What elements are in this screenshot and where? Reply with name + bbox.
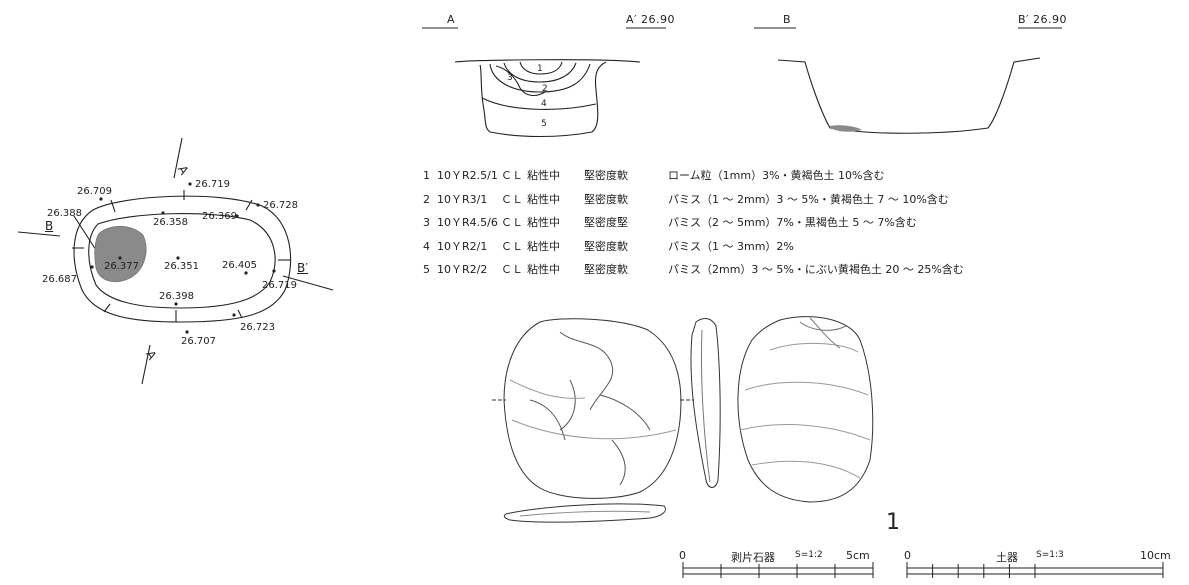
axis-b-label: B <box>45 219 54 233</box>
soil-layer-row: 2 10ＹR3/1 ＣＬ 粘性中 堅密度軟 パミス（1 ～ 2mm）3 ～ 5%… <box>423 192 949 206</box>
plan-point-label: 26.369 <box>202 211 237 222</box>
section-a-profile <box>454 59 641 138</box>
plan-point-label: 26.709 <box>77 186 112 197</box>
scale-pottery-end: 10cm <box>1140 549 1171 562</box>
scale-pottery-zero: 0 <box>904 549 911 562</box>
soil-layer-row: 1 10ＹR2.5/1 ＣＬ 粘性中 堅密度軟 ローム粒（1mm）3%・黄褐色土… <box>423 169 885 182</box>
section-a-right-label: A′ 26.90 <box>626 13 676 26</box>
plan-point-label: 26.358 <box>153 217 188 228</box>
artifact-number: 1 <box>886 510 900 535</box>
plan-point-label: 26.398 <box>159 291 194 302</box>
plan-point-dots <box>90 182 276 334</box>
axis-b-right-line <box>282 275 334 291</box>
soil-layer-legend: 1 10ＹR2.5/1 ＣＬ 粘性中 堅密度軟 ローム粒（1mm）3%・黄褐色土… <box>423 164 964 282</box>
pit-inner-outline <box>88 213 276 309</box>
plan-point-label: 26.707 <box>181 336 216 347</box>
plan-point-label: 26.388 <box>47 208 82 219</box>
scale-pottery-label: 土器 <box>996 551 1018 564</box>
scale-stone-label: 剥片石器 <box>731 551 775 564</box>
section-layer-number: 5 <box>541 119 547 129</box>
section-a-left-label: A <box>447 13 456 26</box>
section-b-profile <box>777 57 1041 134</box>
axis-a-top-line <box>173 137 183 179</box>
plan-point-label: 26.723 <box>240 322 275 333</box>
section-b-right-label: B′ 26.90 <box>1018 13 1068 26</box>
plan-point-label: 26.687 <box>42 274 77 285</box>
plan-point-label: 26.351 <box>164 261 199 272</box>
plan-point-label: 26.719 <box>262 280 297 291</box>
section-layer-number: 2 <box>542 84 548 94</box>
section-b-left-label: B <box>783 13 792 26</box>
section-layer-number: 4 <box>541 99 547 109</box>
charcoal-patch <box>94 225 147 283</box>
axis-b-prime-label: B′ <box>297 261 308 275</box>
plan-point-label: 26.405 <box>222 260 257 271</box>
artifact-bottom-outline <box>503 503 666 523</box>
scale-stone-ratio: S=1:2 <box>795 550 823 560</box>
scale-bar-stone <box>682 562 874 578</box>
soil-layer-row: 5 10ＹR2/2 ＣＬ 粘性中 堅密度軟 パミス（2mm）3 ～ 5%・にぶい… <box>423 263 964 276</box>
plan-point-label: 26.728 <box>263 200 298 211</box>
artifact-back-outline <box>737 316 874 503</box>
soil-layer-row: 4 10ＹR2/1 ＣＬ 粘性中 堅密度軟 パミス（1 ～ 3mm）2% <box>423 239 794 253</box>
axis-a-bottom-line <box>141 344 151 385</box>
scale-stone-end: 5cm <box>846 549 870 562</box>
plan-point-label: 26.719 <box>195 179 230 190</box>
scale-pottery-ratio: S=1:3 <box>1036 550 1064 560</box>
scale-stone-zero: 0 <box>679 549 686 562</box>
soil-layer-row: 3 10ＹR4.5/6 ＣＬ 粘性中 堅密度堅 パミス（2 ～ 5mm）7%・黒… <box>423 216 917 229</box>
artifact-side-outline <box>690 318 721 488</box>
axis-b-left-line <box>17 231 61 237</box>
section-layer-number: 3 <box>507 73 513 83</box>
pit-outer-outline <box>73 195 292 323</box>
plan-point-label: 26.377 <box>104 261 139 272</box>
section-layer-number: 1 <box>537 64 543 74</box>
scale-bar-pottery <box>906 562 1164 578</box>
